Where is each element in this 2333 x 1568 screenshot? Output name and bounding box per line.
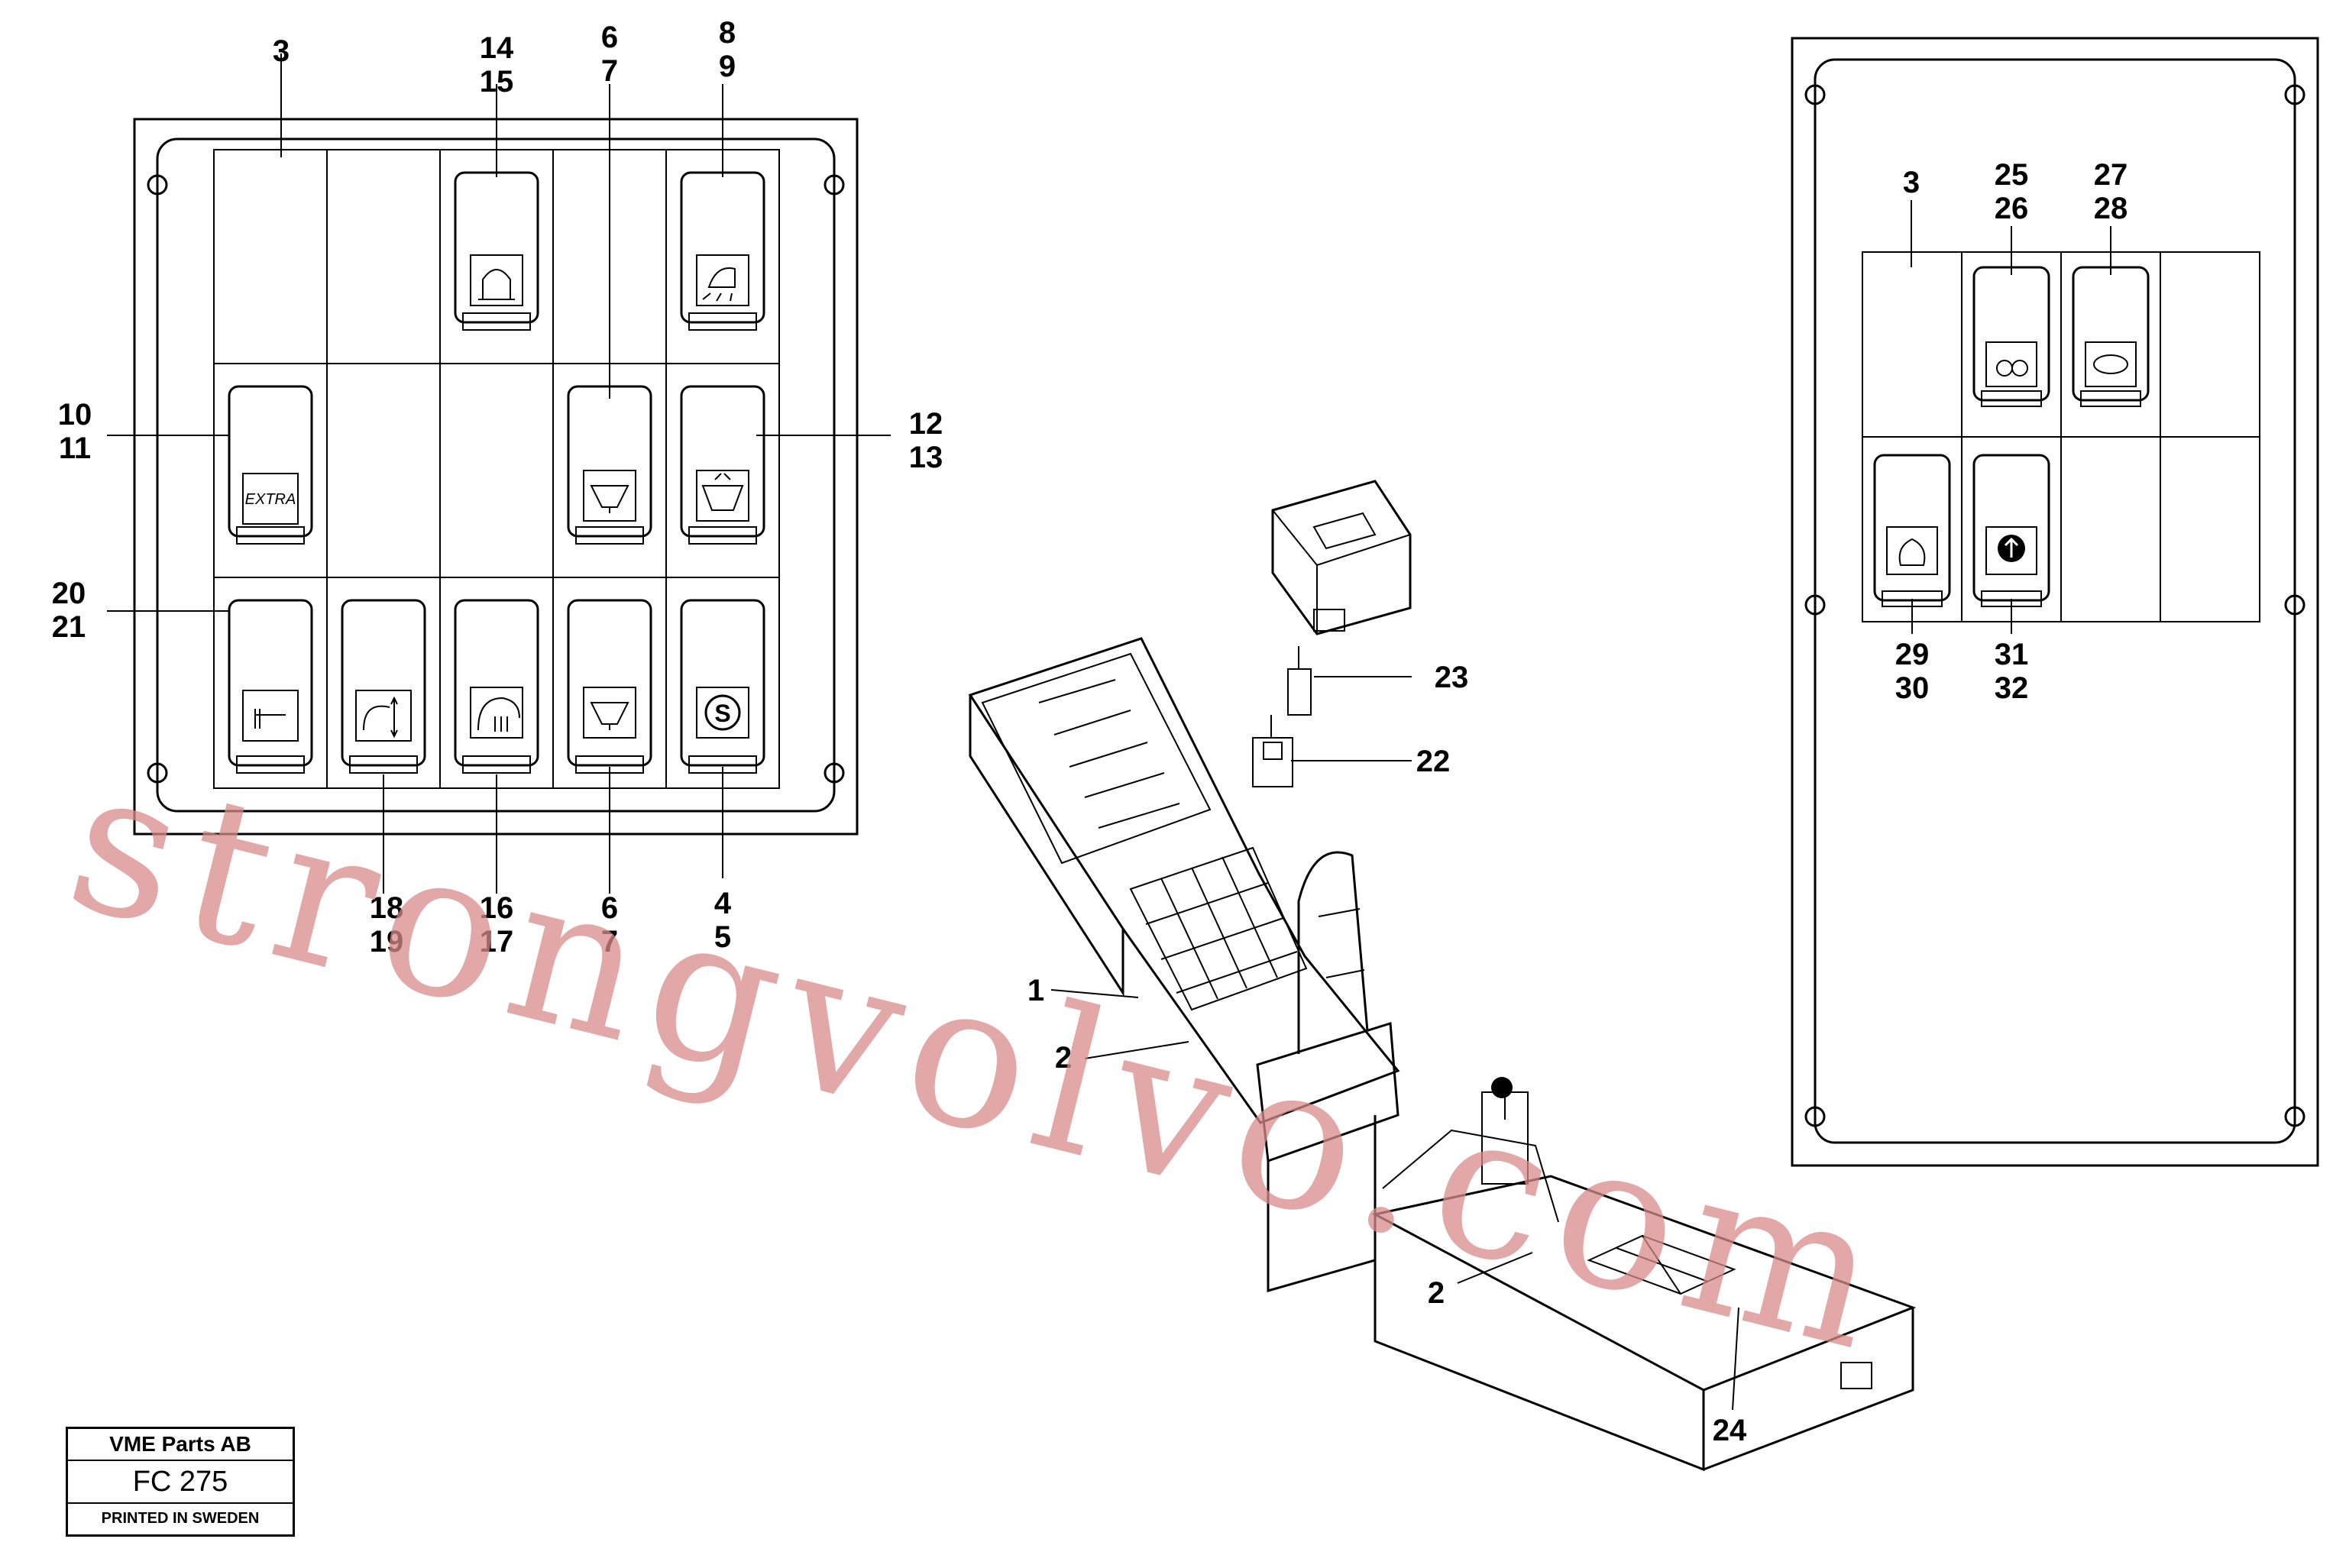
right-callout-29: 29: [1895, 638, 1930, 671]
right-callout-3: 3: [1903, 166, 1920, 199]
callout-21: 21: [52, 610, 86, 644]
callout-6: 6: [601, 21, 618, 54]
connector-23: [1287, 646, 1312, 716]
parking-brake-switch: S: [680, 599, 765, 774]
rotation-switch: [2072, 266, 2150, 407]
hammer-switch: [228, 599, 313, 774]
console-callout-24: 24: [1713, 1414, 1747, 1447]
callout-3: 3: [273, 34, 290, 68]
work-light-icon: [702, 267, 736, 302]
diff-lock-switch: [1972, 266, 2050, 407]
callout-20: 20: [52, 577, 86, 610]
extra-label: EXTRA: [245, 491, 296, 508]
rocker-switch-detail: [1271, 480, 1412, 635]
boom-switch: [341, 599, 426, 774]
callout-8: 8: [719, 16, 736, 50]
oil-switch: [1873, 454, 1951, 607]
console-callout-2-upper: 2: [1055, 1041, 1072, 1075]
gears-icon: [1996, 360, 2013, 377]
title-block: VME Parts AB FC 275 PRINTED IN SWEDEN: [66, 1427, 295, 1537]
rear-wiper-switch: [567, 385, 652, 545]
boom-icon: [363, 696, 398, 739]
callout-19: 19: [370, 925, 404, 959]
callout-7-lower: 7: [601, 925, 618, 959]
extra-switch: EXTRA: [228, 385, 313, 545]
lift-switch: [1972, 454, 2050, 607]
callout-4: 4: [714, 887, 732, 920]
heater-switch: [454, 599, 539, 774]
heater-icon: [477, 697, 520, 732]
work-light-switch: [680, 171, 765, 331]
printed-note: PRINTED IN SWEDEN: [101, 1510, 260, 1527]
callout-11: 11: [59, 432, 91, 465]
callout-15: 15: [480, 65, 514, 99]
callout-6-lower: 6: [601, 891, 618, 925]
callout-7: 7: [601, 54, 618, 88]
company-name: VME Parts AB: [68, 1429, 293, 1461]
beacon-icon: [478, 269, 515, 300]
right-switch-panel: 3 25 26 27 28 29 30 31 32: [1791, 37, 2319, 1167]
right-callout-31: 31: [1995, 638, 2029, 671]
callout-9: 9: [719, 50, 736, 83]
washer-switch: [680, 385, 765, 545]
callout-10: 10: [58, 398, 92, 432]
washer-icon: [701, 473, 744, 511]
oil-icon: [1898, 538, 1926, 566]
front-wiper-switch: [567, 599, 652, 774]
callout-12: 12: [909, 407, 943, 441]
console-callout-1: 1: [1027, 974, 1044, 1007]
connector-22: [1252, 715, 1293, 787]
right-callout-27: 27: [2094, 158, 2128, 192]
right-callout-32: 32: [1995, 671, 2029, 705]
wiper-icon: [590, 485, 629, 513]
rotation-icon: [2093, 354, 2128, 374]
wiper-icon: [590, 702, 629, 730]
right-callout-25: 25: [1995, 158, 2029, 192]
callout-13: 13: [909, 441, 943, 474]
right-callout-26: 26: [1995, 192, 2029, 225]
watermark-text: strongvolvo.com: [50, 723, 1914, 1398]
callout-16: 16: [480, 891, 514, 925]
operator-console: 1 2 2 22 23 24: [968, 480, 1917, 1472]
hammer-icon: [254, 709, 286, 729]
console-callout-22: 22: [1416, 745, 1451, 778]
callout-14: 14: [480, 31, 514, 65]
figure-code: FC 275: [68, 1461, 293, 1504]
svg-text:S: S: [714, 700, 730, 727]
right-callout-30: 30: [1895, 671, 1930, 705]
lower-console-box: [1371, 1077, 1917, 1472]
console-callout-2-lower: 2: [1428, 1276, 1445, 1310]
beacon-switch: [454, 171, 539, 331]
callout-17: 17: [480, 925, 514, 959]
joystick: [1256, 851, 1399, 1163]
console-callout-23: 23: [1435, 661, 1469, 694]
right-callout-28: 28: [2094, 192, 2128, 225]
callout-18: 18: [370, 891, 404, 925]
left-switch-panel: EXTRA: [52, 16, 943, 959]
parking-brake-icon: [704, 694, 741, 731]
callout-5: 5: [714, 920, 731, 954]
